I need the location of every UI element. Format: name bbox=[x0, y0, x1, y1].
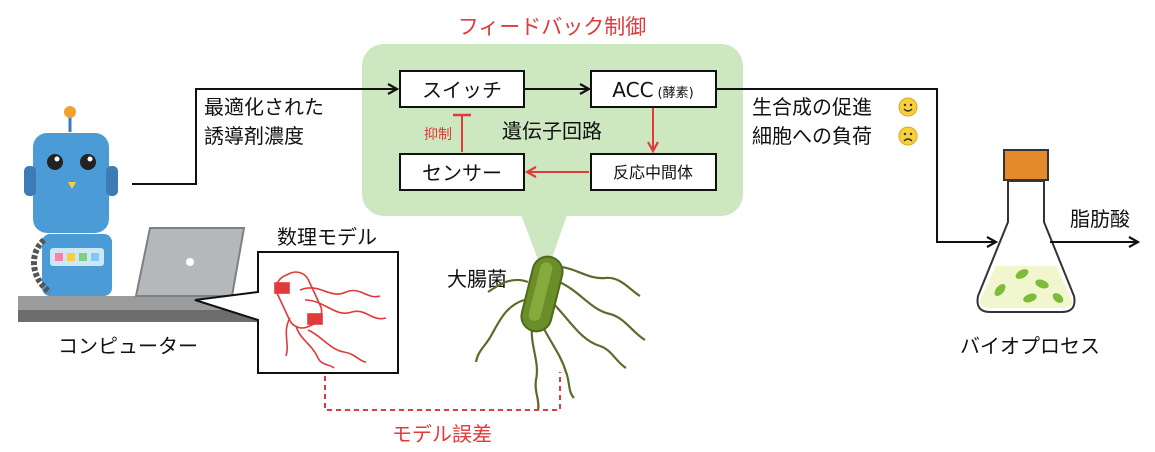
frown-face-icon bbox=[898, 126, 918, 146]
intermediate-box bbox=[590, 153, 717, 191]
acc-to-flask-arrow bbox=[716, 88, 996, 242]
smile-face-icon bbox=[898, 97, 918, 117]
sensor-label: センサー bbox=[422, 161, 502, 185]
switch-label: スイッチ bbox=[422, 78, 502, 102]
model-error-label: モデル誤差 bbox=[392, 422, 492, 446]
math-model-callout bbox=[194, 251, 399, 374]
ecoli-illustration bbox=[474, 255, 646, 411]
bioprocess-label: バイオプロセス bbox=[960, 334, 1100, 358]
acc-label: ACC (酵素) bbox=[612, 78, 693, 102]
ecoli-label: 大腸菌 bbox=[447, 267, 507, 291]
growth-label-line1: 生合成の促進 bbox=[752, 95, 872, 119]
flask-illustration bbox=[976, 149, 1076, 313]
math-model-label: 数理モデル bbox=[277, 225, 377, 249]
acc-note: (酵素) bbox=[658, 86, 694, 101]
gene-circuit-label: 遺伝子回路 bbox=[502, 119, 602, 143]
robot-computer-illustration bbox=[18, 106, 273, 322]
growth-label-line2: 細胞への負荷 bbox=[752, 124, 872, 148]
computer-to-switch-arrow bbox=[132, 89, 397, 185]
sensor-box bbox=[399, 153, 525, 191]
inducer-label-line2: 誘導剤濃度 bbox=[204, 124, 304, 148]
model-bacterium-sketch bbox=[274, 271, 387, 369]
inhibition-label: 抑制 bbox=[424, 127, 452, 143]
model-error-dashed-line bbox=[324, 372, 561, 411]
acc-box bbox=[590, 70, 717, 108]
intermediate-label: 反応中間体 bbox=[613, 163, 693, 182]
inducer-label-line1: 最適化された bbox=[204, 95, 324, 119]
fatty-acid-label: 脂肪酸 bbox=[1070, 207, 1130, 231]
feedback-title: フィードバック制御 bbox=[458, 15, 647, 39]
feedback-panel-pointer bbox=[520, 212, 568, 278]
computer-label: コンピューター bbox=[58, 334, 198, 358]
acc-name: ACC bbox=[612, 78, 653, 102]
